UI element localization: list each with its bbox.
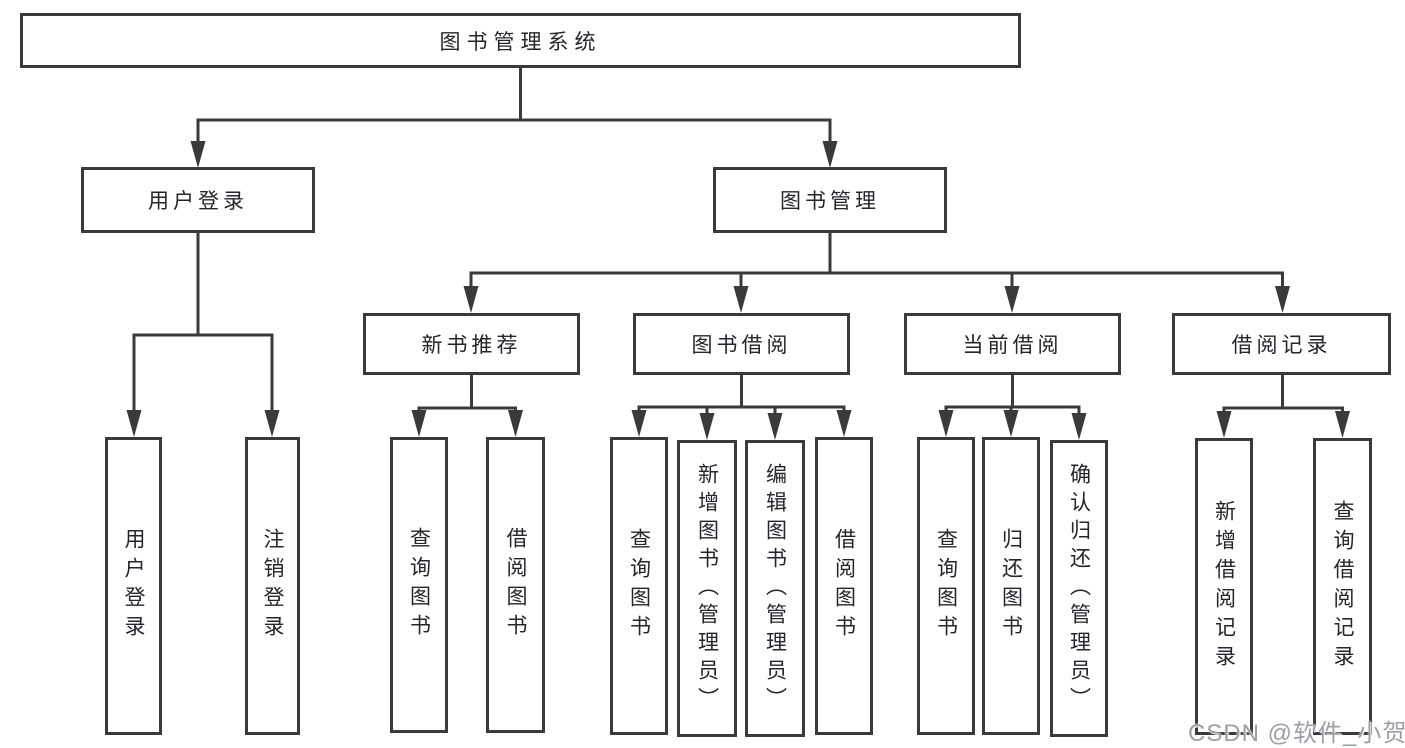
node-label: 借阅记录 (1231, 334, 1332, 357)
leaf-edit-books-admin: 编辑图书（管理员） (745, 440, 805, 737)
leaf-query-books-borrowing: 查询图书 (610, 437, 668, 735)
node-library-system: 图书管理系统 (20, 13, 1021, 68)
node-label: 图书管理 (780, 190, 880, 213)
node-label: 查询图书 (934, 528, 958, 644)
node-label: 图书借阅 (691, 334, 792, 357)
node-label: 新书推荐 (421, 334, 522, 357)
leaf-borrow-books-recommend: 借阅图书 (486, 437, 545, 733)
node-label: 查询图书 (627, 528, 651, 644)
node-current-borrowing: 当前借阅 (904, 313, 1121, 375)
node-label: 图书管理系统 (439, 30, 602, 54)
leaf-add-borrow-record: 新增借阅记录 (1195, 438, 1253, 735)
node-label: 确认归还（管理员） (1067, 462, 1091, 715)
node-new-book-recommendation: 新书推荐 (363, 313, 580, 375)
leaf-confirm-return-admin: 确认归还（管理员） (1050, 440, 1108, 737)
node-label: 用户登录 (122, 528, 145, 644)
node-label: 归还图书 (999, 528, 1023, 644)
node-label: 查询图书 (407, 527, 431, 643)
node-label: 借阅图书 (832, 528, 856, 644)
leaf-add-books-admin: 新增图书（管理员） (677, 440, 737, 737)
leaf-user-login: 用户登录 (105, 437, 162, 735)
node-user-login: 用户登录 (81, 167, 315, 233)
node-label: 新增借阅记录 (1212, 499, 1236, 674)
node-label: 借阅图书 (504, 527, 527, 643)
leaf-borrow-books-borrowing: 借阅图书 (815, 437, 873, 735)
node-label: 新增图书（管理员） (695, 462, 719, 715)
node-label: 查询借阅记录 (1331, 499, 1354, 674)
node-label: 编辑图书（管理员） (763, 462, 787, 715)
leaf-logout-login: 注销登录 (245, 437, 300, 735)
node-book-borrowing: 图书借阅 (633, 313, 850, 375)
leaf-query-books-recommend: 查询图书 (390, 437, 448, 733)
node-book-management: 图书管理 (713, 167, 947, 233)
node-label: 当前借阅 (962, 334, 1063, 357)
node-label: 用户登录 (148, 190, 248, 213)
leaf-query-books-current: 查询图书 (917, 437, 975, 735)
leaf-query-borrow-record: 查询借阅记录 (1313, 438, 1372, 735)
node-label: 注销登录 (261, 528, 284, 644)
leaf-return-books: 归还图书 (982, 437, 1040, 735)
node-borrowing-records: 借阅记录 (1172, 313, 1391, 375)
watermark-text: CSDN @软件_小贺同学 (1188, 720, 1405, 747)
